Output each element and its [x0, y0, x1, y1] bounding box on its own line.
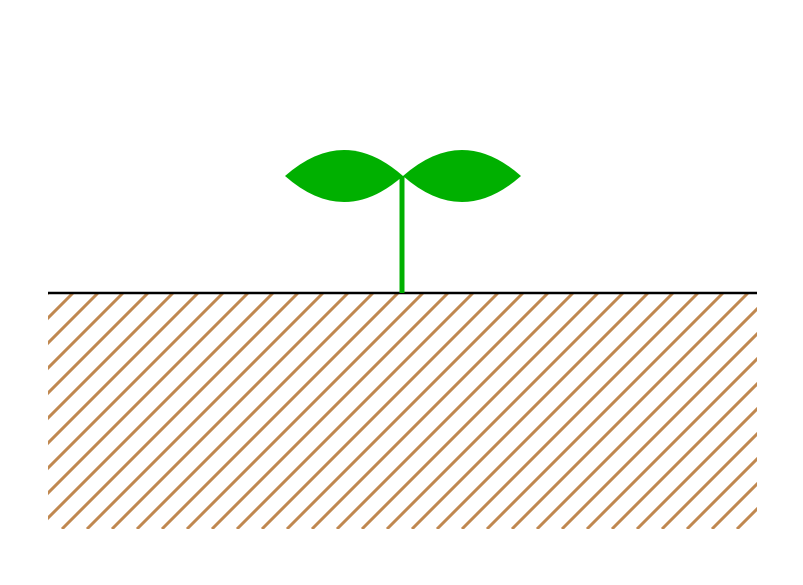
soil-hatch-line [410, 293, 650, 529]
soil-hatch-line [635, 406, 757, 529]
soil-hatch-line [210, 293, 450, 529]
soil-hatch-line [560, 331, 757, 529]
soil-hatching [48, 293, 803, 529]
soil-hatch-line [435, 293, 675, 529]
soil-hatch-line [285, 293, 525, 529]
soil-hatch-line [535, 306, 757, 529]
soil-hatch-line [48, 293, 200, 446]
soil-hatch-line [685, 456, 757, 529]
soil-hatch-line [585, 356, 757, 529]
soil-hatch-line [762, 293, 803, 529]
soil-hatch-line [85, 293, 325, 529]
soil-hatch-line [485, 293, 725, 529]
soil-hatch-line [48, 293, 50, 296]
soil-hatch-line [310, 293, 550, 529]
soil-hatch-line [610, 381, 757, 529]
soil-hatch-line [160, 293, 400, 529]
soil-hatch-line [48, 293, 250, 496]
left-leaf [285, 150, 403, 202]
soil-hatch-line [48, 293, 150, 396]
soil-hatch-line [48, 293, 100, 346]
soil-hatch-line [510, 293, 750, 529]
soil-hatch-line [360, 293, 600, 529]
soil-hatch-line [235, 293, 475, 529]
soil-hatch-line [48, 293, 275, 521]
soil-hatch-line [48, 293, 225, 471]
right-leaf [403, 150, 521, 202]
soil-hatch-line [660, 431, 757, 529]
soil-hatch-line [335, 293, 575, 529]
soil-hatch-line [710, 481, 757, 529]
soil-hatch-line [185, 293, 425, 529]
soil-hatch-line [460, 293, 700, 529]
soil-hatch-line [60, 293, 300, 529]
soil-hatch-line [385, 293, 625, 529]
soil-hatch-line [135, 293, 375, 529]
soil-hatch-line [48, 293, 175, 421]
soil-hatch-line [110, 293, 350, 529]
soil-hatch-line [48, 293, 125, 371]
soil-hatch-line [260, 293, 500, 529]
